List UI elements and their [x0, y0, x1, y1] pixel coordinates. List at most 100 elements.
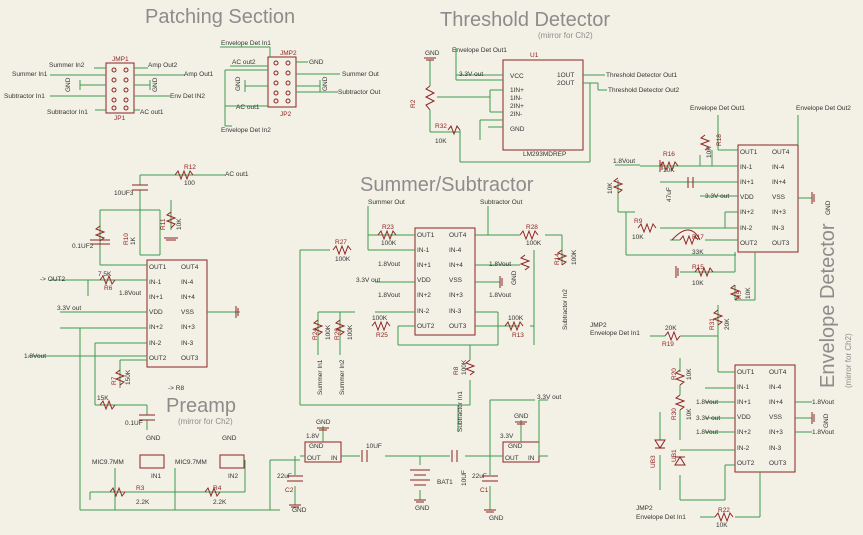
- r3-value: 2.2K: [136, 499, 150, 506]
- preamp-r8: -> R8: [168, 385, 184, 392]
- r32-value: 10K: [435, 138, 447, 145]
- in1p-pin: 1IN+: [510, 87, 524, 94]
- subtractor-in1-label: Subtractor In1: [4, 93, 45, 100]
- r27-value: 100K: [335, 256, 351, 263]
- ss-in4m: IN-4: [449, 247, 462, 254]
- ss-subtractor-out: Subtractor Out: [480, 199, 522, 206]
- pa-out2: OUT2: [149, 355, 167, 362]
- gnd-jmp1-left: GND: [65, 77, 72, 92]
- reg1-v18: 1.8V: [306, 433, 320, 440]
- et-out4: OUT4: [772, 149, 790, 156]
- amp-out2-label: Amp Out2: [148, 62, 178, 69]
- heading-summer: Summer/Subtractor: [360, 174, 534, 196]
- pa-in1m: IN-1: [149, 279, 162, 286]
- r30-value: 10K: [686, 408, 693, 420]
- r3-label: R3: [136, 485, 145, 492]
- env-in1a: Envelope Det In1: [590, 330, 640, 337]
- reg1-out-pin: OUT: [307, 455, 321, 462]
- r14-value: 100K: [571, 249, 578, 265]
- r9-value: 10K: [632, 234, 644, 241]
- power-section: GND 1.8V GND OUT IN 22uF C2 GND 10UF BAT…: [277, 394, 561, 522]
- heading-envelope: Envelope Detector: [817, 223, 839, 388]
- et-in1m: IN-1: [740, 164, 753, 171]
- r16-value: 10K: [663, 167, 675, 174]
- ss-summer-out: Summer Out: [368, 199, 405, 206]
- mic2-label: MIC9.7MM: [175, 459, 207, 466]
- r26-value: 100K: [347, 324, 354, 340]
- eb-in3p: IN+3: [769, 429, 783, 436]
- jumper-jmp2: JMP2 JP2 Envelope Det In1 AC out2 AC out…: [220, 40, 380, 134]
- preamp-v18: 1.8Vout: [119, 290, 141, 297]
- jp2-label: JP2: [280, 111, 292, 118]
- preamp-v18b: 1.8Vout: [24, 353, 46, 360]
- env-gnd-top: GND: [825, 200, 832, 215]
- eb-out1: OUT1: [737, 369, 755, 376]
- gnd-reg1: GND: [316, 419, 331, 426]
- r12-value: 100: [184, 180, 195, 187]
- gnd-c2: GND: [292, 507, 307, 514]
- r18-label: R18: [716, 134, 723, 146]
- subtractor-out-patch-label: Subtractor Out: [338, 89, 380, 96]
- eb-in1p: IN+1: [737, 399, 751, 406]
- r28-value: 100K: [526, 240, 542, 247]
- ss-in1p: IN+1: [417, 262, 431, 269]
- r16-label: R16: [663, 151, 675, 158]
- td-out1-label: Threshold Detector Out1: [606, 72, 678, 79]
- jp1-label: JP1: [114, 115, 126, 122]
- summer-in1-label: Summer In1: [12, 71, 48, 78]
- r4-value: 2.2K: [213, 499, 227, 506]
- ss-in1m: IN-1: [417, 247, 430, 254]
- eb-out3: OUT3: [769, 460, 787, 467]
- env-v33-top: 3.3V out: [705, 193, 729, 200]
- r7-label: R7: [111, 376, 118, 385]
- preamp-opamp: OUT1 OUT4 IN-1 IN-4 IN+1 IN+4 VDD VSS IN…: [24, 164, 300, 511]
- ub3-label: UB3: [650, 455, 657, 468]
- ss-out1: OUT1: [417, 232, 435, 239]
- in2m-pin: 2IN-: [510, 111, 522, 118]
- preamp-ac-out1: AC out1: [225, 171, 249, 178]
- r22-value: 10K: [716, 522, 728, 529]
- env-out1-label: Envelope Det Out1: [690, 105, 745, 112]
- r11-value: 10K: [176, 218, 183, 230]
- ss-out3: OUT3: [449, 323, 467, 330]
- in2p-pin: 2IN+: [510, 103, 524, 110]
- ss-v18-right2: 1.8Vout: [489, 292, 511, 299]
- gnd-threshold: GND: [425, 50, 440, 57]
- ss-summer-in2: Summer In2: [339, 359, 346, 395]
- r13-label: R13: [512, 332, 524, 339]
- env-jmp2a: JMP2: [590, 322, 607, 329]
- pa-in4m: IN-4: [181, 279, 194, 286]
- td-out2-label: Threshold Detector Out2: [608, 87, 680, 94]
- env-v18-b2: 1.8Vout: [696, 429, 718, 436]
- r23-value: 100K: [381, 240, 397, 247]
- reg2-v33-out: 3.3V out: [537, 394, 561, 401]
- env-det-in2-label: Env Det IN2: [170, 93, 205, 100]
- ub1-label: UB1: [671, 449, 678, 462]
- r5-value: 10K: [745, 287, 752, 299]
- r32-label: R32: [435, 123, 447, 130]
- eb-in4p: IN+4: [769, 399, 783, 406]
- heading-preamp: Preamp: [166, 395, 236, 417]
- pa-in3m: IN-3: [181, 340, 194, 347]
- out2-pin: 2OUT: [557, 80, 574, 87]
- gnd-jmp2-right: GND: [322, 76, 329, 91]
- gnd-jmp1-right: GND: [152, 77, 159, 92]
- r10-label: R10: [123, 233, 130, 245]
- jmp2-label: JMP2: [280, 50, 297, 57]
- heading-patching: Patching Section: [145, 6, 295, 28]
- eb-in4m: IN-4: [769, 384, 782, 391]
- eb-vdd: VDD: [737, 414, 751, 421]
- envelope-opamp-bottom: OUT1 OUT4 IN-1 IN-4 IN+1 IN+4 VDD VSS IN…: [590, 305, 834, 529]
- pa-in4p: IN+4: [181, 294, 195, 301]
- ss-r8-label: R8: [453, 366, 460, 375]
- ss-v33: 3.3V out: [356, 277, 380, 284]
- v33-threshold: 3.3V out: [459, 71, 483, 78]
- gnd-pin: GND: [510, 126, 525, 133]
- et-out2: OUT2: [740, 240, 758, 247]
- preamp-v33: 3.3V out: [57, 305, 81, 312]
- ss-in3p: IN+3: [449, 292, 463, 299]
- c01b-label: 0.1UF: [125, 420, 143, 427]
- vcc-pin: VCC: [510, 73, 524, 80]
- pa-vss: VSS: [181, 309, 195, 316]
